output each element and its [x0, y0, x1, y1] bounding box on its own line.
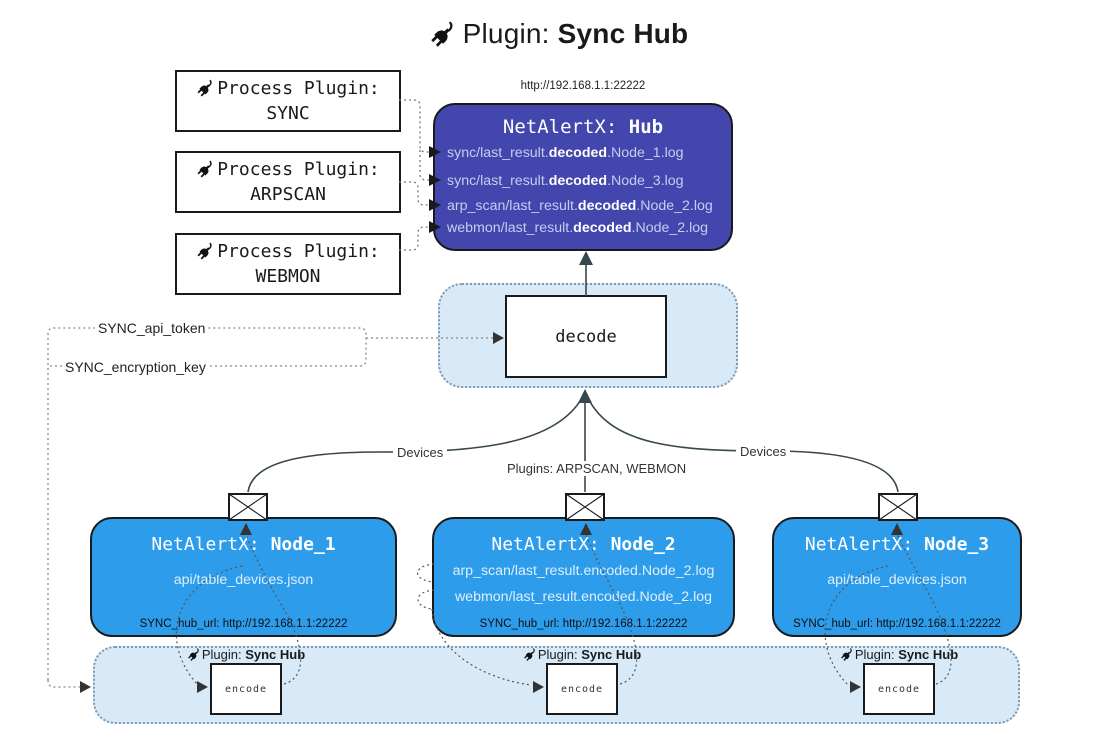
plug-icon — [187, 648, 199, 661]
hub-title: NetAlertX: Hub — [502, 116, 664, 138]
encoder-label: Plugin: Sync Hub — [819, 647, 979, 662]
hub-box: NetAlertX: Hub sync/last_result.decoded.… — [433, 103, 733, 251]
node-title: NetAlertX: Node_2 — [491, 534, 676, 555]
node-file: api/table_devices.json — [173, 572, 314, 588]
plug-icon — [523, 648, 535, 661]
arrowhead-up — [579, 251, 593, 265]
node-3-box: NetAlertX: Node_3 api/table_devices.json… — [772, 517, 1022, 637]
encoder-label: Plugin: Sync Hub — [166, 647, 326, 662]
process-plugin-name: WEBMON — [255, 266, 321, 287]
plugin-connectors — [399, 99, 430, 251]
node-file: webmon/last_result.encoded.Node_2.log — [454, 589, 713, 605]
encode-box: encode — [863, 663, 935, 715]
process-plugin-label: Process Plugin: — [217, 159, 380, 180]
node-hub-url: SYNC_hub_url: http://192.168.1.1:22222 — [793, 618, 1001, 630]
hub-log-line: webmon/last_result.decoded.Node_2.log — [447, 220, 709, 236]
envelope-icon — [565, 493, 605, 521]
node-2-box: NetAlertX: Node_2 arp_scan/last_result.e… — [432, 517, 735, 637]
node-1-box: NetAlertX: Node_1 api/table_devices.json… — [90, 517, 397, 637]
edge-label-devices-right: Devices — [736, 444, 791, 459]
process-plugin-sync: Process Plugin: SYNC — [175, 70, 401, 132]
arrowhead-up — [578, 389, 592, 403]
node-title: NetAlertX: Node_1 — [151, 534, 336, 555]
hub-log-line: arp_scan/last_result.decoded.Node_2.log — [447, 198, 713, 214]
arrowhead-to-panel — [80, 681, 91, 693]
encode-box: encode — [546, 663, 618, 715]
plug-icon — [197, 242, 212, 260]
sync-api-token-label: SYNC_api_token — [95, 320, 209, 336]
process-plugin-arpscan: Process Plugin: ARPSCAN — [175, 151, 401, 213]
plug-icon — [197, 79, 212, 97]
plug-icon — [840, 648, 852, 661]
process-plugin-webmon: Process Plugin: WEBMON — [175, 233, 401, 295]
edge-label-devices-left: Devices — [393, 445, 448, 460]
sync-encryption-key-label: SYNC_encryption_key — [62, 359, 209, 375]
plug-icon — [197, 160, 212, 178]
plug-icon — [430, 21, 453, 47]
process-plugin-name: ARPSCAN — [250, 184, 326, 205]
hub-log-line: sync/last_result.decoded.Node_3.log — [447, 173, 684, 189]
node-hub-url: SYNC_hub_url: http://192.168.1.1:22222 — [139, 618, 348, 630]
encoder-label: Plugin: Sync Hub — [502, 647, 662, 662]
encode-box: encode — [210, 663, 282, 715]
node-hub-url: SYNC_hub_url: http://192.168.1.1:22222 — [479, 618, 688, 630]
node-file: arp_scan/last_result.encoded.Node_2.log — [452, 563, 715, 579]
hub-url: http://192.168.1.1:22222 — [520, 80, 646, 92]
envelope-icon — [878, 493, 918, 521]
edge-label-plugins: Plugins: ARPSCAN, WEBMON — [503, 461, 691, 476]
node-title: NetAlertX: Node_3 — [804, 534, 990, 555]
page-title: Plugin: Sync Hub — [0, 18, 1117, 50]
process-plugin-label: Process Plugin: — [217, 78, 380, 99]
title-prefix: Plugin: — [462, 18, 558, 49]
process-plugin-label: Process Plugin: — [217, 241, 380, 262]
title-bold: Sync Hub — [557, 18, 689, 49]
decode-box: decode — [505, 295, 667, 378]
envelope-icon — [228, 493, 268, 521]
node-file: api/table_devices.json — [827, 572, 967, 588]
hub-log-line: sync/last_result.decoded.Node_1.log — [447, 145, 684, 161]
process-plugin-name: SYNC — [266, 103, 310, 124]
